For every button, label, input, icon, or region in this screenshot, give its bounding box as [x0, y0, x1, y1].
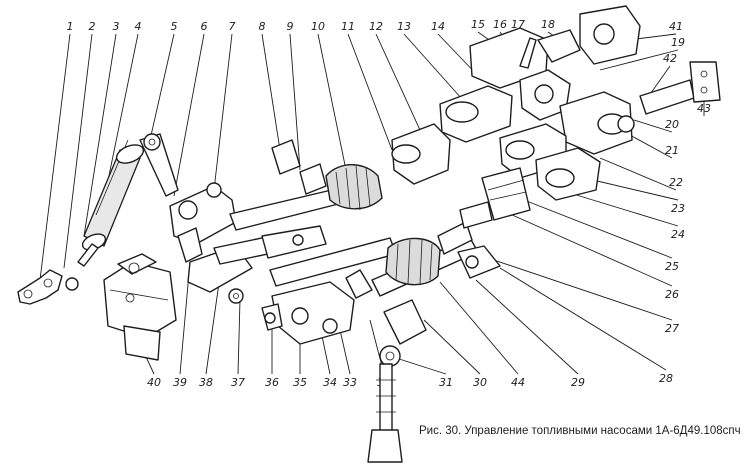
- pump-block-lower: [459, 123, 601, 229]
- part-label-18: 18: [541, 18, 555, 31]
- part-label-2: 2: [89, 20, 96, 33]
- part-label-1: 1: [67, 20, 74, 33]
- leader-line-34: [321, 335, 331, 375]
- part-label-26: 26: [665, 288, 679, 301]
- leader-line-38: [205, 275, 221, 375]
- part-label-10: 10: [311, 20, 325, 33]
- part-label-11: 11: [341, 20, 355, 33]
- governor-housing-40: [103, 253, 177, 361]
- leader-line-7: [213, 33, 233, 191]
- part-label-35: 35: [293, 376, 307, 389]
- spring-part-30: [385, 221, 501, 286]
- leader-line-31: [395, 357, 447, 375]
- part-label-39: 39: [173, 376, 187, 389]
- part-label-3: 3: [113, 20, 120, 33]
- leader-line-3: [83, 33, 117, 237]
- part-label-23: 23: [671, 202, 685, 215]
- part-label-4: 4: [135, 20, 142, 33]
- part-label-29: 29: [571, 376, 585, 389]
- part-label-34: 34: [323, 376, 337, 389]
- leader-line-12: [375, 33, 421, 131]
- part-label-9: 9: [287, 20, 294, 33]
- part-label-37: 37: [231, 376, 245, 389]
- leader-line-26: [509, 213, 673, 287]
- leader-line-37: [237, 299, 241, 375]
- leader-line-29: [475, 279, 579, 375]
- pump-block-right: [559, 5, 721, 155]
- part-label-25: 25: [665, 260, 679, 273]
- part-label-7: 7: [229, 20, 236, 33]
- part-label-31: 31: [439, 376, 453, 389]
- leader-line-10: [317, 33, 347, 171]
- part-label-14: 14: [431, 20, 445, 33]
- part-label-44: 44: [511, 376, 525, 389]
- part-label-38: 38: [199, 376, 213, 389]
- servo-cylinder: [77, 133, 179, 267]
- figure-caption: Рис. 30. Управление топливными насосами …: [419, 425, 741, 437]
- bracket-part-1: [17, 269, 79, 305]
- leader-line-30: [423, 319, 481, 375]
- part-label-8: 8: [259, 20, 266, 33]
- leader-line-9: [289, 33, 301, 171]
- part-label-24: 24: [671, 228, 685, 241]
- leader-line-22: [599, 157, 677, 191]
- middle-block: [261, 269, 373, 345]
- leader-line-28: [499, 267, 667, 371]
- part-label-20: 20: [665, 118, 679, 131]
- leader-line-8: [261, 33, 281, 151]
- part-label-40: 40: [147, 376, 161, 389]
- part-label-19: 19: [671, 36, 685, 49]
- leader-line-33: [339, 329, 351, 375]
- part-label-5: 5: [171, 20, 178, 33]
- leader-line-13: [403, 33, 471, 109]
- lower-lever-and-rod: [367, 299, 427, 463]
- part-label-27: 27: [665, 322, 679, 335]
- part-label-12: 12: [369, 20, 383, 33]
- part-label-22: 22: [669, 176, 683, 189]
- leader-line-1: [39, 33, 71, 281]
- part-label-21: 21: [665, 144, 679, 157]
- leader-line-20: [633, 119, 673, 133]
- leader-line-27: [481, 255, 673, 321]
- pump-block-upper: [391, 27, 581, 185]
- part-label-41: 41: [669, 20, 683, 33]
- leader-line-21: [627, 133, 673, 159]
- part-label-13: 13: [397, 20, 411, 33]
- part-label-28: 28: [659, 372, 673, 385]
- part-label-33: 33: [343, 376, 357, 389]
- part-label-36: 36: [265, 376, 279, 389]
- leader-line-5: [149, 33, 175, 141]
- part-label-42: 42: [663, 52, 677, 65]
- part-label-30: 30: [473, 376, 487, 389]
- leader-line-19: [599, 49, 679, 71]
- leader-line-6: [173, 33, 205, 197]
- part-label-15: 15: [471, 18, 485, 31]
- leader-line-25: [523, 199, 673, 259]
- part-label-17: 17: [511, 18, 525, 31]
- part-label-43: 43: [697, 102, 711, 115]
- leader-line-4: [103, 33, 139, 201]
- part-label-6: 6: [201, 20, 208, 33]
- leader-line-44: [439, 281, 519, 375]
- leader-line-24: [559, 189, 679, 227]
- part-label-16: 16: [493, 18, 507, 31]
- leader-line-11: [347, 33, 393, 151]
- leader-line-2: [63, 33, 93, 269]
- spring-part-10: [271, 139, 383, 211]
